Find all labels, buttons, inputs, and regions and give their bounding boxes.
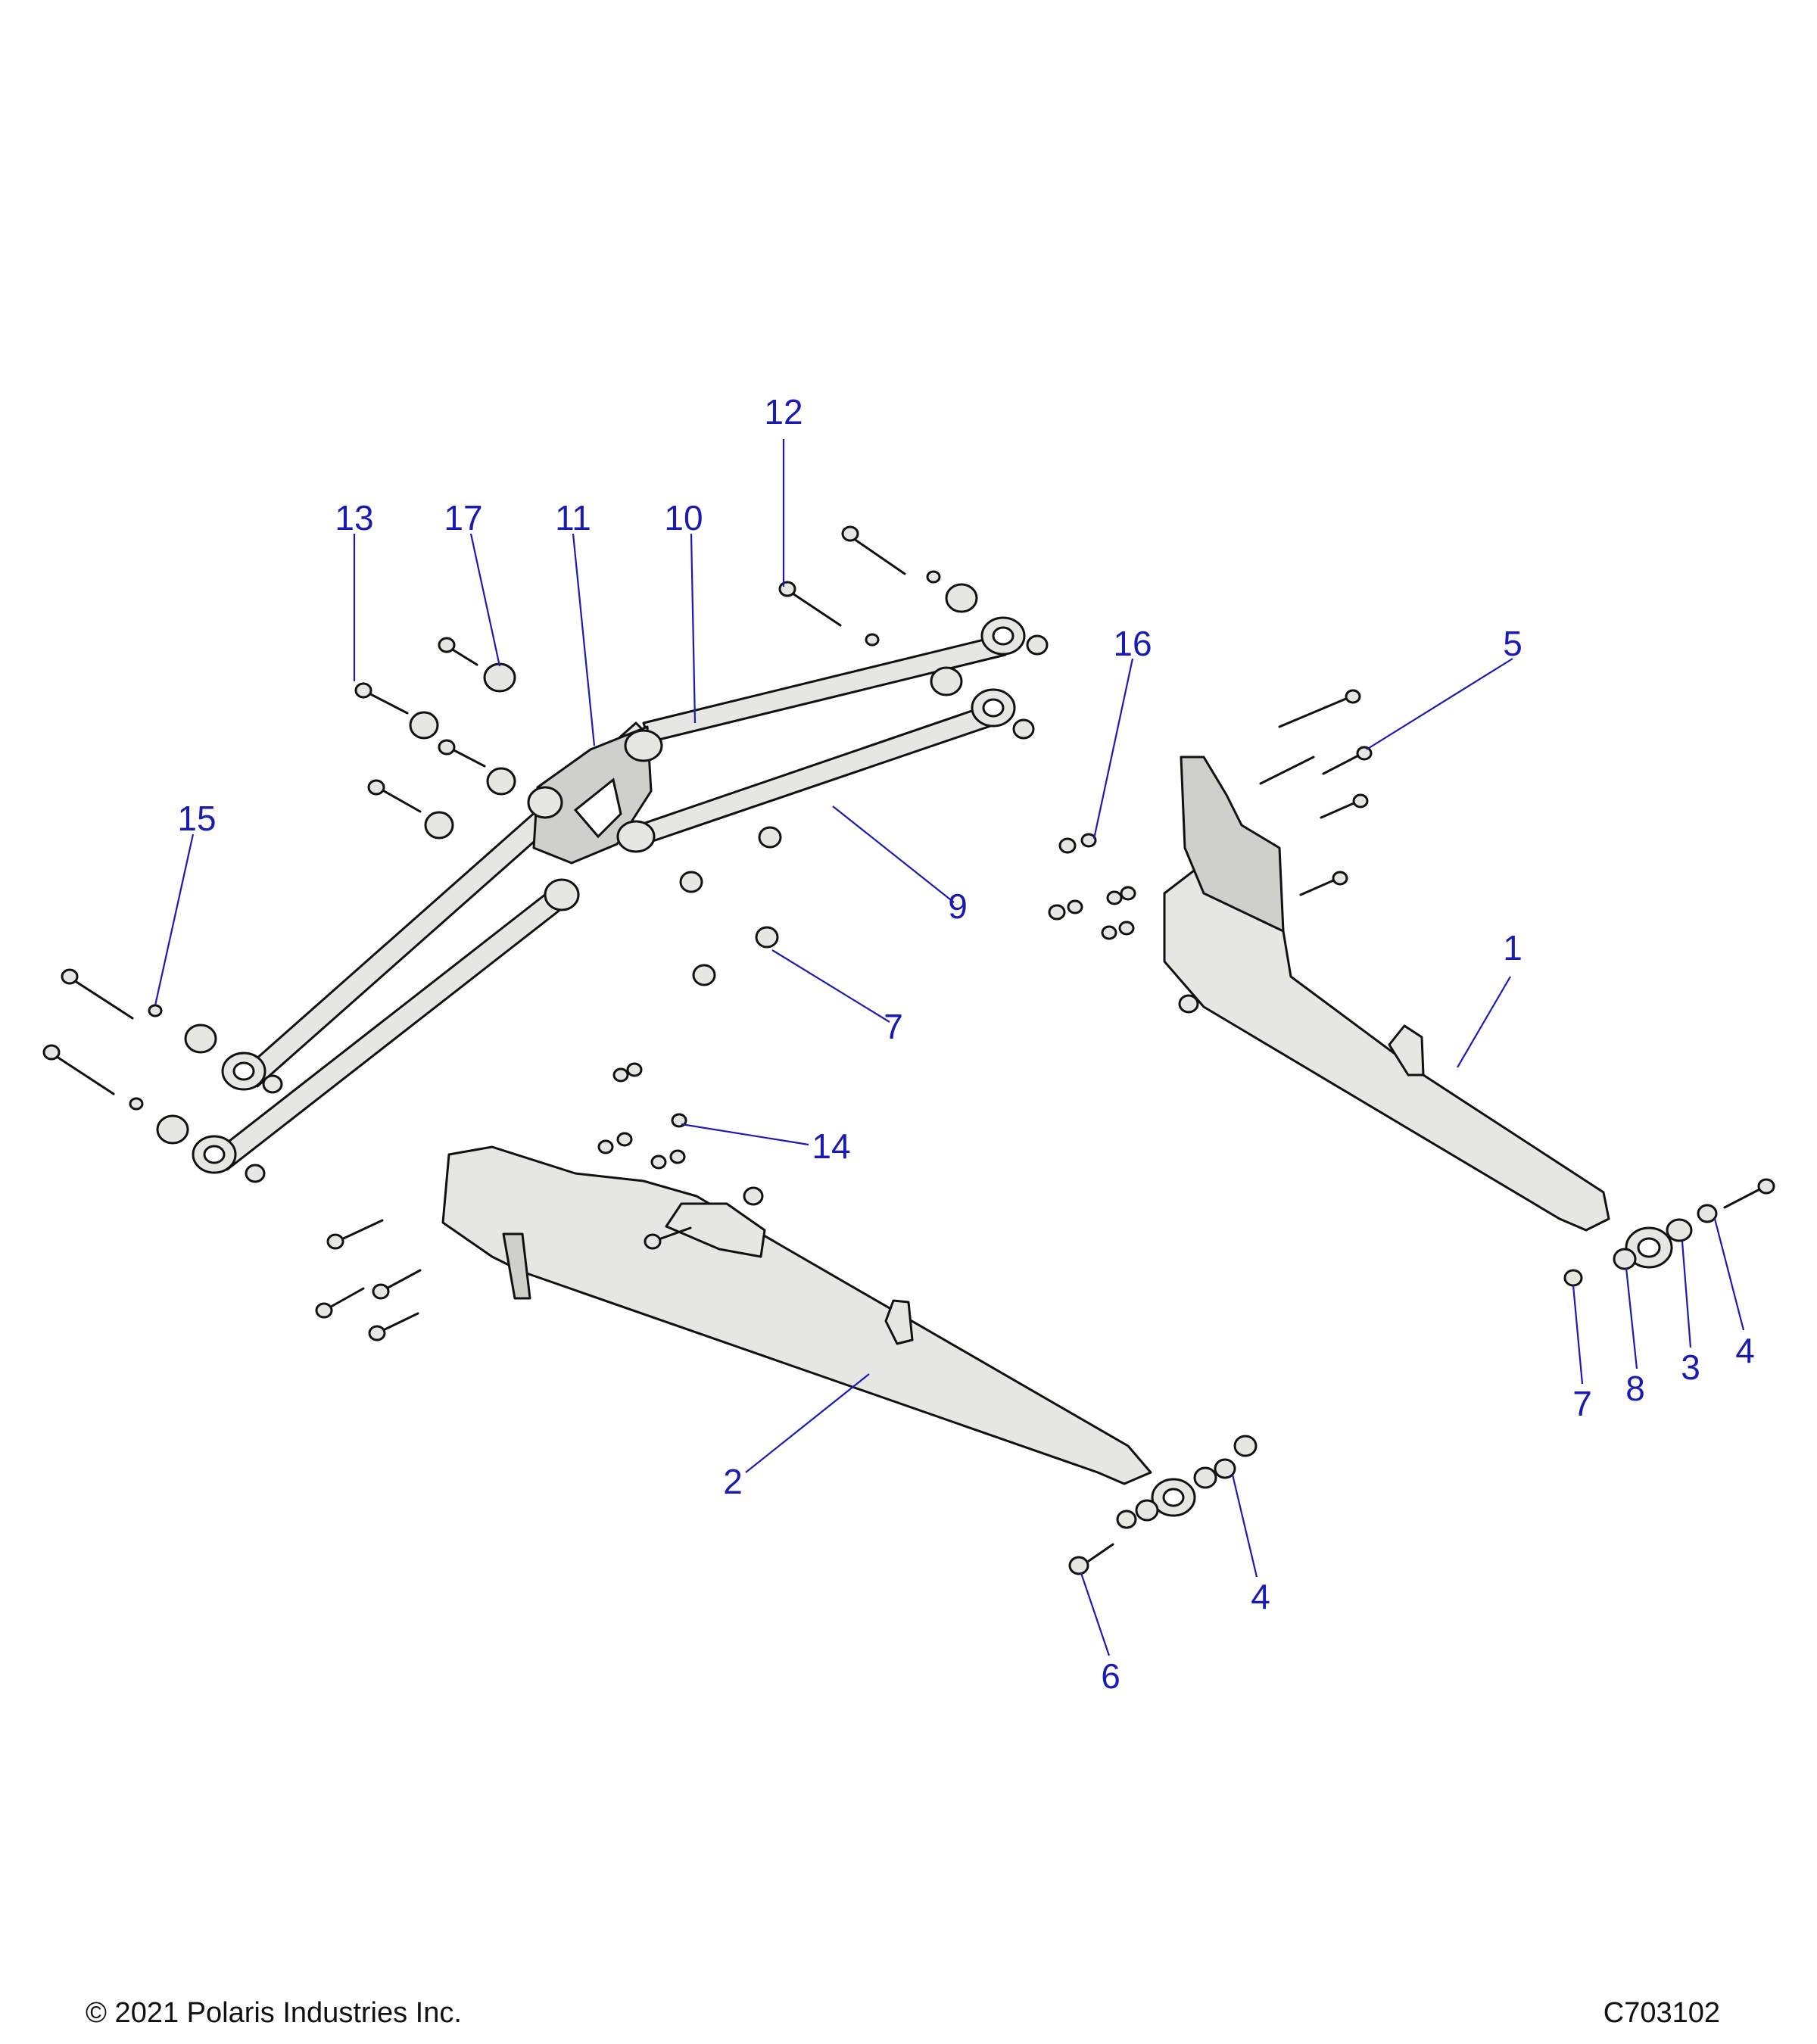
callout-10: 10 — [664, 498, 703, 537]
callout-7-upper: 7 — [884, 1007, 903, 1046]
callout-3: 3 — [1681, 1348, 1700, 1387]
callout-7-right: 7 — [1572, 1384, 1592, 1423]
rod-bracket-plate — [527, 725, 663, 911]
drawing-number: C703102 — [1603, 1997, 1720, 2029]
callout-8: 8 — [1625, 1369, 1645, 1408]
callout-labels: 12 13 17 11 10 16 5 15 9 7 1 14 2 3 4 7 … — [177, 392, 1754, 1696]
radius-rod-upper — [221, 616, 1026, 1091]
radius-rod-lower — [192, 688, 1016, 1174]
callout-11: 11 — [555, 498, 591, 537]
callout-12: 12 — [764, 392, 803, 432]
callout-2: 2 — [723, 1462, 743, 1501]
leader-lines — [154, 439, 1745, 1656]
callout-16: 16 — [1113, 624, 1152, 663]
callout-17: 17 — [444, 498, 482, 537]
bolt-set-left — [315, 1062, 764, 1341]
copyright-notice: © 2021 Polaris Industries Inc. — [86, 1997, 462, 2029]
callout-13: 13 — [335, 498, 373, 537]
bolt-set-right — [1048, 689, 1373, 1014]
callout-14: 14 — [812, 1126, 850, 1166]
callout-9: 9 — [948, 886, 968, 926]
bushing-set-upper — [156, 583, 1049, 1183]
bolt-set-upper — [42, 525, 941, 1111]
callout-1: 1 — [1503, 928, 1522, 967]
callout-15: 15 — [177, 799, 216, 838]
callout-5: 5 — [1503, 624, 1522, 663]
trailing-arm-left — [441, 1145, 1258, 1575]
callout-4-left: 4 — [1251, 1577, 1270, 1616]
trailing-arm-right — [1163, 756, 1775, 1287]
callout-4-right: 4 — [1735, 1331, 1755, 1370]
callout-6: 6 — [1101, 1656, 1120, 1696]
